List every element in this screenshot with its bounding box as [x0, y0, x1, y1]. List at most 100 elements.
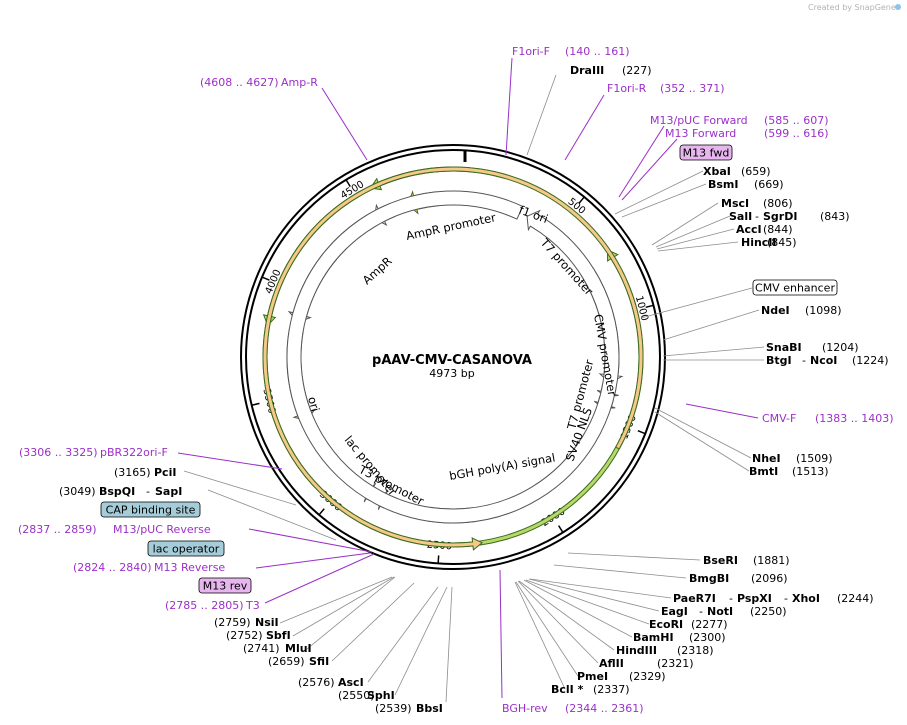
site-leader-line: [207, 489, 337, 541]
site-position: (2329): [629, 670, 666, 683]
inner-feature-arcs: [286, 190, 624, 524]
site-name: NdeI: [761, 304, 790, 317]
site-leader-line: [656, 228, 735, 250]
site-separator: -: [729, 592, 733, 605]
site-name: AccI: [736, 223, 762, 236]
primer-range: (4608 .. 4627): [200, 76, 279, 89]
plasmid-size: 4973 bp: [429, 367, 474, 380]
backbone: [240, 144, 666, 570]
backbone-inner-ring: [245, 149, 661, 565]
primer-range: (1383 .. 1403): [815, 412, 894, 425]
site-position: (2539): [375, 702, 412, 715]
primer-range: (2824 .. 2840): [73, 561, 152, 574]
site-name: NsiI: [255, 616, 279, 629]
snapgene-logo-icon: [895, 4, 901, 10]
primer-leader-line: [177, 452, 283, 470]
primer-range: (2785 .. 2805): [165, 599, 244, 612]
feature-box-label: CAP binding site: [106, 504, 196, 517]
site-leader-line: [183, 470, 297, 506]
site-leader-line: [614, 170, 704, 215]
primer-label: M13/pUC Forward: [650, 114, 748, 127]
primer-label: T3: [245, 599, 260, 612]
tick-mark: [645, 304, 654, 309]
site-leader-line: [529, 578, 672, 599]
outer-feature-arcs: [262, 166, 644, 551]
feature-box: [147, 540, 225, 557]
feature-box-label: M13 rev: [203, 580, 248, 593]
site-position: (806): [763, 197, 793, 210]
tick-mark: [637, 430, 646, 435]
site-leader-line: [515, 581, 579, 677]
primer-leader-line: [505, 57, 513, 156]
site-leader-line: [655, 215, 731, 248]
tick-mark: [558, 525, 564, 533]
site-position: (1881): [753, 554, 790, 567]
site-name: BamHI: [633, 631, 674, 644]
site-name: PciI: [154, 466, 176, 479]
site-name: SalI: [729, 210, 752, 223]
site-leader-line: [514, 581, 566, 690]
site-position: (3049): [59, 485, 96, 498]
tick-mark: [251, 402, 260, 406]
site-name: BbsI: [416, 702, 443, 715]
site-leader-line: [523, 579, 633, 638]
site-name: BclI *: [551, 683, 584, 696]
site-leader-line: [654, 411, 750, 472]
site-leader-line: [292, 576, 395, 637]
feature-box: [100, 501, 201, 518]
site-leader-line: [394, 586, 448, 696]
outer-feature-arc: [262, 191, 362, 327]
site-leader-line: [553, 564, 687, 579]
site-leader-line: [445, 586, 453, 703]
feature-box: [198, 577, 252, 594]
site-name: BseRI: [703, 554, 738, 567]
site-name: SnaBI: [766, 341, 802, 354]
feature-label-ampr: AmpR: [360, 254, 395, 287]
site-leader-line: [526, 74, 557, 156]
site-position: (843): [820, 210, 850, 223]
site-separator: -: [755, 210, 759, 223]
site-position: (2550): [338, 689, 375, 702]
feature-label-ori: ori: [305, 395, 322, 413]
leader-lines: [177, 57, 765, 703]
primer-range: (352 .. 371): [660, 82, 725, 95]
site-position: (1204): [822, 341, 859, 354]
feature-arc: [286, 190, 620, 524]
external-labels: F1ori-F(140 .. 161)F1ori-R(352 .. 371)M1…: [18, 45, 894, 715]
primer-range: (585 .. 607): [764, 114, 829, 127]
site-name: AflII: [599, 657, 624, 670]
site-name: SbfI: [266, 629, 291, 642]
primer-range: (2837 .. 2859): [18, 523, 97, 536]
site-leader-line: [331, 582, 415, 662]
site-name: DraIII: [570, 64, 604, 77]
site-position: (845): [767, 236, 797, 249]
site-leader-line: [367, 586, 439, 683]
site-name: NheI: [752, 452, 781, 465]
site-name: BsmI: [708, 178, 739, 191]
site-position: (2300): [689, 631, 726, 644]
site-position: (2576): [298, 676, 335, 689]
primer-range: (3306 .. 3325): [19, 446, 98, 459]
primer-leader-line: [248, 528, 373, 553]
primer-label: Amp-R: [281, 76, 318, 89]
site-leader-line: [518, 580, 615, 651]
site-name: XbaI: [703, 165, 731, 178]
site-name: NcoI: [810, 354, 837, 367]
site-name: XhoI: [792, 592, 820, 605]
primer-range: (140 .. 161): [565, 45, 630, 58]
site-name: PmeI: [577, 670, 608, 683]
site-position: (2741): [243, 642, 280, 655]
feature-box-label: M13 fwd: [683, 147, 730, 160]
site-position: (2337): [593, 683, 630, 696]
tick-mark: [261, 276, 270, 281]
primer-leader-line: [321, 87, 368, 161]
site-position: (2318): [677, 644, 714, 657]
site-name: PspXI: [737, 592, 772, 605]
site-position: (1509): [796, 452, 833, 465]
site-name: NotI: [707, 605, 733, 618]
site-position: (2759): [214, 616, 251, 629]
primer-label: CMV-F: [762, 412, 796, 425]
site-position: (1098): [805, 304, 842, 317]
feature-label-bgh-polya: bGH poly(A) signal: [448, 451, 556, 483]
